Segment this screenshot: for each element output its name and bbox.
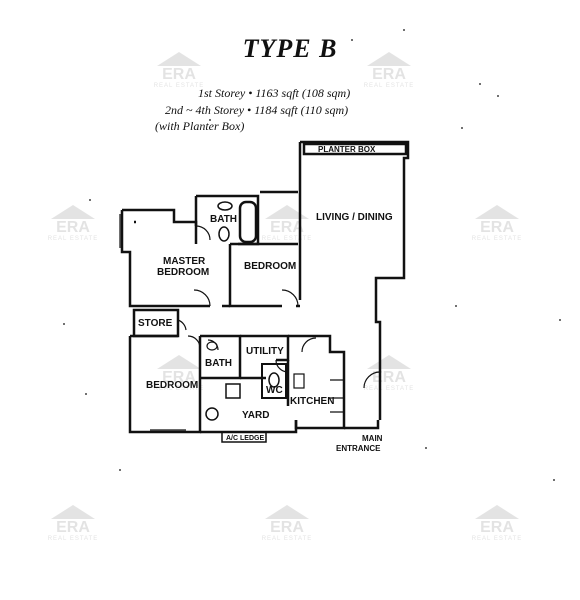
door-swing (281, 289, 299, 307)
door-swing (177, 319, 187, 331)
bathtub (238, 200, 258, 244)
bedroom-mid-label: BEDROOM (244, 261, 297, 272)
door-swing (275, 359, 289, 373)
wc-toilet (268, 372, 280, 388)
store-label: STORE (138, 318, 173, 329)
kitchen-counter (330, 379, 344, 413)
utility-label: UTILITY (246, 346, 284, 357)
kitchen-walls (286, 334, 346, 430)
yard-sink (225, 383, 241, 399)
area-info-line2: 2nd ~ 4th Storey • 1184 sqft (110 sqm) (165, 103, 349, 117)
area-info-line1: 1st Storey • 1163 sqft (108 sqm) (198, 86, 351, 100)
entrance-walls (344, 420, 380, 430)
wc-walls (261, 363, 287, 399)
bedroom-bottom-label: BEDROOM (146, 380, 199, 391)
basin (217, 201, 233, 211)
bath-bottom-label: BATH (205, 358, 233, 369)
kitchen-label: KITCHEN (290, 396, 335, 407)
area-info-line3: (with Planter Box) (155, 119, 245, 133)
bath-bottom-basin (206, 341, 218, 351)
wc-label: WC (266, 385, 283, 396)
utility-walls (240, 334, 290, 380)
yard-label: YARD (242, 410, 270, 421)
scan-speckles (63, 29, 561, 481)
door-swing (195, 225, 211, 241)
main-entrance-label-2: ENTRANCE (336, 444, 381, 453)
door-swing (363, 371, 381, 389)
door-swing (187, 335, 201, 349)
toilet-top (218, 226, 230, 242)
planter-box (302, 142, 408, 156)
stove (293, 373, 305, 389)
master-bedroom-label-1: MASTER (163, 256, 206, 267)
master-bedroom-walls (120, 208, 198, 308)
washer (205, 407, 219, 421)
door-swing (301, 337, 317, 353)
living-dining-label: LIVING / DINING (316, 212, 393, 223)
plan-title: TYPE B (242, 34, 338, 63)
master-bedroom-label-2: BEDROOM (157, 267, 210, 278)
ac-ledge-label: A/C LEDGE (226, 435, 265, 442)
ac-ledge (221, 431, 267, 443)
main-entrance-label-1: MAIN (362, 434, 383, 443)
bath-bottom-walls (200, 334, 242, 380)
living-dining-walls (300, 140, 410, 420)
door-swing (193, 289, 211, 307)
bedroom-mid-walls (228, 242, 300, 308)
bath-top-label: BATH (210, 214, 238, 225)
planter-box-label: PLANTER BOX (318, 145, 376, 154)
bedroom-bottom-walls (128, 334, 202, 434)
